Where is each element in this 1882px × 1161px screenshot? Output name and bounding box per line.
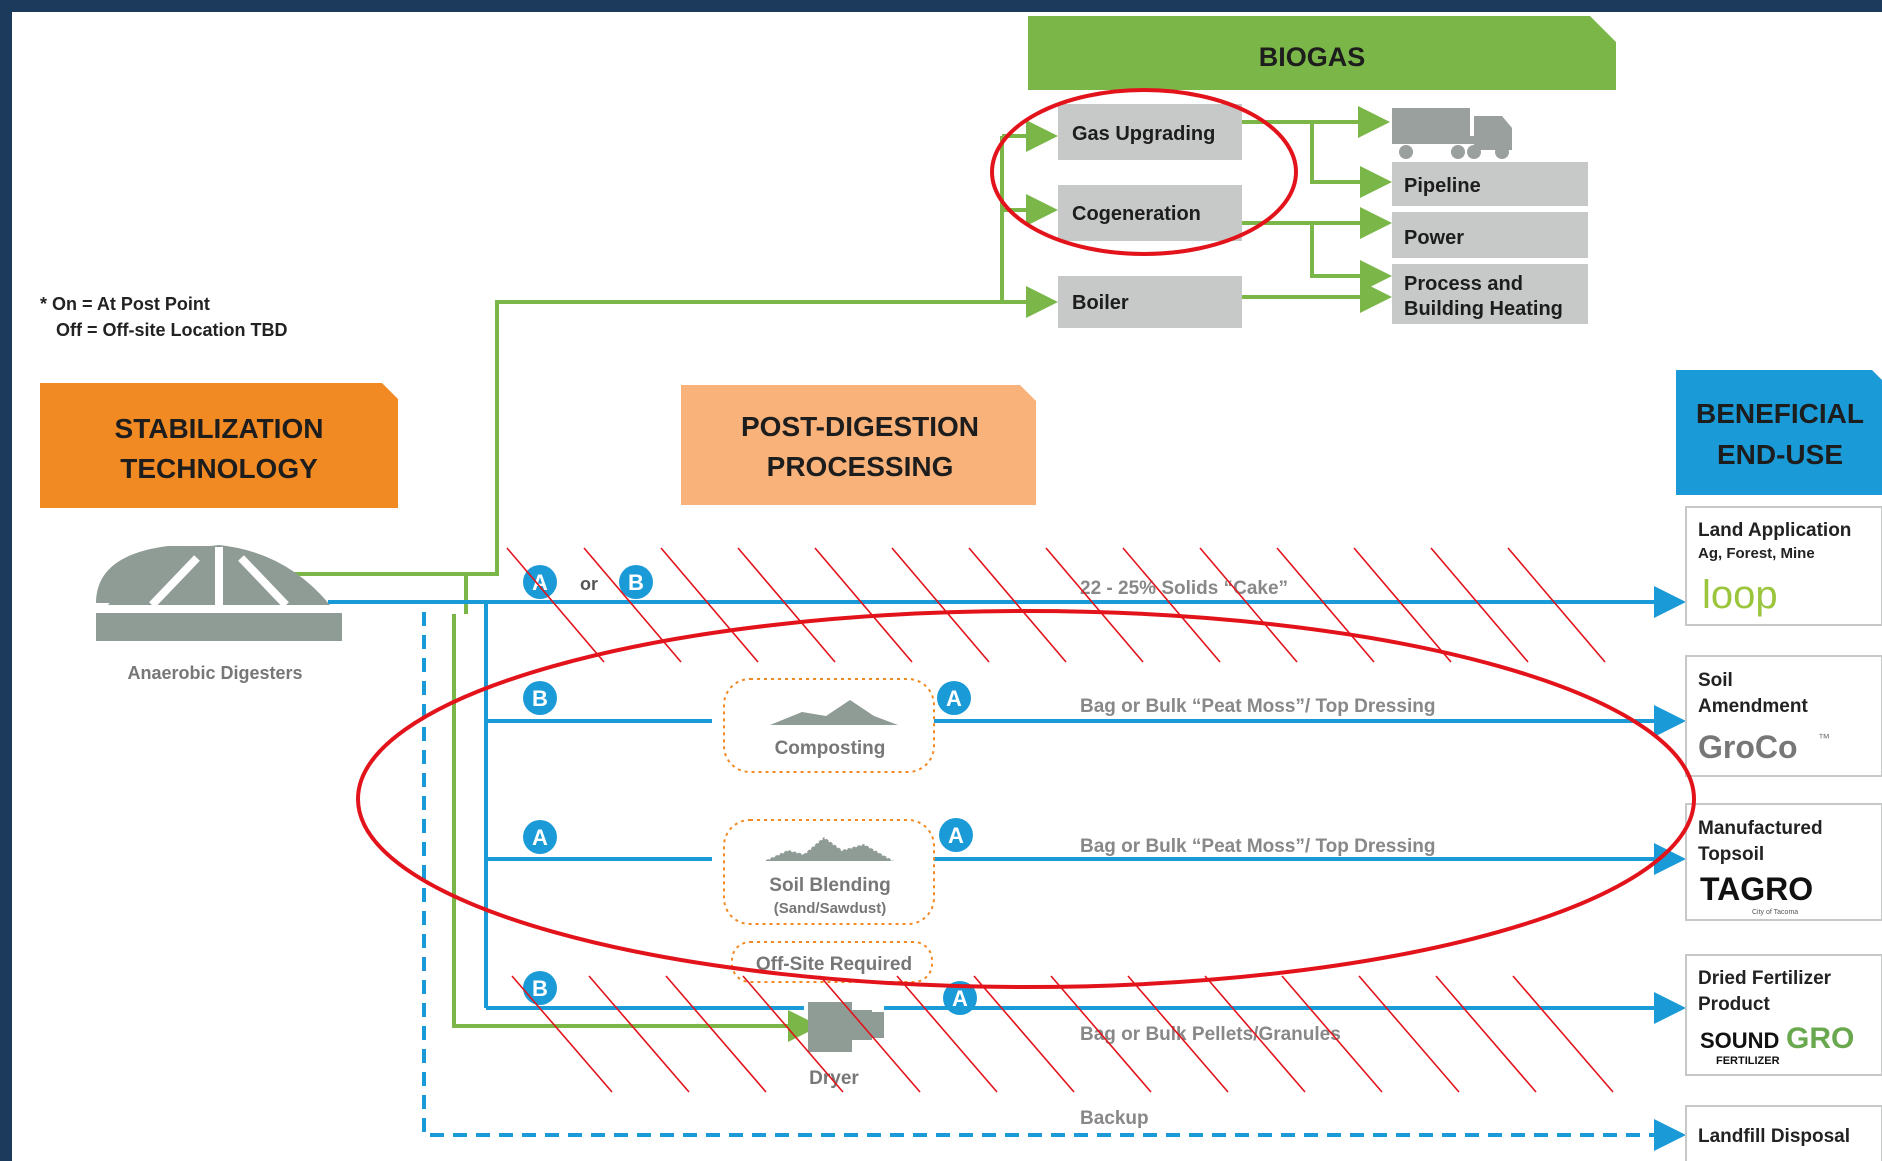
svg-text:Process and: Process and <box>1404 273 1523 295</box>
power-box: Power <box>1392 212 1588 258</box>
svg-text:Dried Fertilizer: Dried Fertilizer <box>1698 968 1832 989</box>
svg-text:A: A <box>948 823 964 848</box>
note-off: Off = Off-site Location TBD <box>56 320 288 340</box>
process-flow-diagram: BIOGAS STABILIZATION TECHNOLOGY POST-DIG… <box>40 16 1882 1161</box>
svg-text:(Sand/Sawdust): (Sand/Sawdust) <box>774 900 887 917</box>
cogeneration-box: Cogeneration <box>1058 185 1242 241</box>
soundgro-logo: SOUND <box>1700 1028 1779 1053</box>
beneficial-title-line2: END-USE <box>1717 439 1843 470</box>
soil-blending-box: Soil Blending (Sand/Sawdust) <box>723 819 935 925</box>
badge-a: A <box>523 565 557 599</box>
svg-text:Amendment: Amendment <box>1698 696 1808 717</box>
cake-flow-label: 22 - 25% Solids “Cake” <box>1080 578 1288 599</box>
process-heating-box: Process and Building Heating <box>1392 264 1588 324</box>
badge-b: B <box>523 971 557 1005</box>
svg-text:™: ™ <box>1818 731 1830 745</box>
svg-text:GRO: GRO <box>1786 1022 1854 1055</box>
svg-text:Land Application: Land Application <box>1698 520 1851 541</box>
dryer-icon <box>808 1002 884 1052</box>
svg-text:Composting: Composting <box>775 738 886 759</box>
pipeline-box: Pipeline <box>1392 162 1588 206</box>
anaerobic-digester-icon <box>96 545 342 641</box>
svg-text:Off-Site Required: Off-Site Required <box>756 954 912 975</box>
svg-text:Manufactured: Manufactured <box>1698 818 1823 839</box>
svg-text:A: A <box>946 686 962 711</box>
beneficial-header: BENEFICIAL END-USE <box>1676 370 1882 495</box>
tagro-logo: TAGRO <box>1700 871 1813 907</box>
loop-logo: loop <box>1702 573 1778 617</box>
biogas-title: BIOGAS <box>1259 42 1366 72</box>
composting-box: Composting <box>723 678 935 773</box>
or-label: or <box>580 574 598 594</box>
boiler-box: Boiler <box>1058 276 1242 328</box>
svg-text:Power: Power <box>1404 227 1464 249</box>
svg-text:Ag, Forest, Mine: Ag, Forest, Mine <box>1698 545 1815 562</box>
svg-text:Soil Blending: Soil Blending <box>769 875 890 896</box>
stabilization-title-line2: TECHNOLOGY <box>120 453 318 484</box>
svg-text:Gas Upgrading: Gas Upgrading <box>1072 123 1215 145</box>
stabilization-title-line1: STABILIZATION <box>115 413 324 444</box>
svg-text:City of Tacoma: City of Tacoma <box>1752 909 1798 916</box>
land-application-box: Land Application Ag, Forest, Mine loop <box>1685 506 1882 626</box>
svg-text:FERTILIZER: FERTILIZER <box>1716 1055 1780 1067</box>
peat-flow-label: Bag or Bulk “Peat Moss”/ Top Dressing <box>1080 836 1435 857</box>
svg-text:Product: Product <box>1698 994 1770 1015</box>
digester-label: Anaerobic Digesters <box>127 663 302 683</box>
badge-b: B <box>619 565 653 599</box>
badge-a: A <box>943 981 977 1015</box>
note-on: * On = At Post Point <box>40 294 210 314</box>
backup-flow-label: Backup <box>1080 1108 1149 1129</box>
manufactured-topsoil-box: Manufactured Topsoil TAGRO City of Tacom… <box>1685 803 1882 921</box>
offsite-required-box: Off-Site Required <box>731 941 933 983</box>
dryer-label: Dryer <box>809 1068 859 1089</box>
svg-text:Landfill Disposal: Landfill Disposal <box>1698 1126 1850 1147</box>
badge-a: A <box>523 820 557 854</box>
badge-b: B <box>523 681 557 715</box>
svg-text:Soil: Soil <box>1698 670 1733 691</box>
svg-text:A: A <box>532 825 548 850</box>
badge-a: A <box>939 818 973 852</box>
badge-a: A <box>937 681 971 715</box>
truck-icon <box>1392 108 1512 159</box>
peat-flow-label: Bag or Bulk “Peat Moss”/ Top Dressing <box>1080 696 1435 717</box>
diagram-panel: BIOGAS STABILIZATION TECHNOLOGY POST-DIG… <box>12 12 1882 1161</box>
hatch-marks-bottom <box>511 975 1614 1093</box>
svg-text:B: B <box>532 976 548 1001</box>
svg-text:Boiler: Boiler <box>1072 292 1129 314</box>
hatch-marks-top <box>506 547 1606 663</box>
solids-lines <box>328 586 1686 1024</box>
post-digestion-header: POST-DIGESTION PROCESSING <box>681 385 1036 505</box>
post-digestion-title-line2: PROCESSING <box>767 451 954 482</box>
gas-upgrading-box: Gas Upgrading <box>1058 104 1242 160</box>
post-digestion-title-line1: POST-DIGESTION <box>741 411 979 442</box>
groco-logo: GroCo <box>1698 729 1798 765</box>
svg-text:Topsoil: Topsoil <box>1698 844 1764 865</box>
svg-text:Building Heating: Building Heating <box>1404 298 1563 320</box>
svg-text:A: A <box>952 986 968 1011</box>
pellets-flow-label: Bag or Bulk Pellets/Granules <box>1080 1024 1341 1045</box>
highlight-ellipse-processing <box>356 609 1696 989</box>
highlight-ellipse-biogas <box>990 88 1298 256</box>
svg-text:A: A <box>532 570 548 595</box>
soil-amendment-box: Soil Amendment GroCo ™ <box>1685 655 1882 777</box>
beneficial-title-line1: BENEFICIAL <box>1696 398 1864 429</box>
svg-text:B: B <box>628 570 644 595</box>
svg-text:Pipeline: Pipeline <box>1404 175 1481 197</box>
dried-fertilizer-box: Dried Fertilizer Product SOUND GRO FERTI… <box>1685 954 1882 1076</box>
stabilization-header: STABILIZATION TECHNOLOGY <box>40 383 398 508</box>
backup-line <box>422 612 1686 1151</box>
svg-text:Cogeneration: Cogeneration <box>1072 203 1201 225</box>
biogas-header: BIOGAS <box>1028 16 1616 90</box>
landfill-box: Landfill Disposal <box>1685 1105 1882 1161</box>
svg-text:B: B <box>532 686 548 711</box>
